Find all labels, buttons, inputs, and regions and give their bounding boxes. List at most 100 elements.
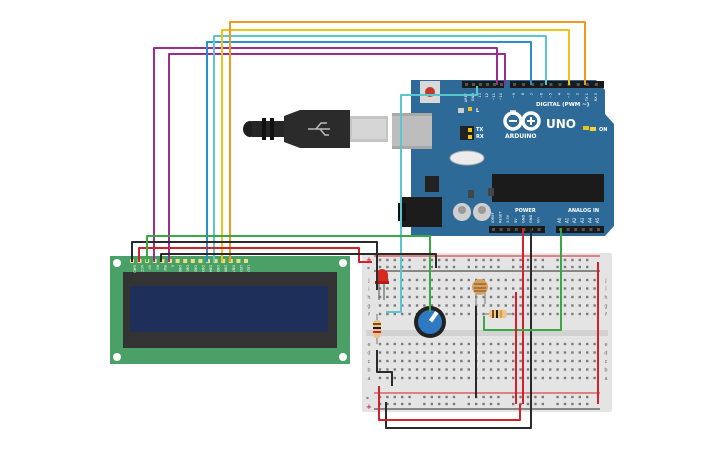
digital-pin-hole [479,83,482,86]
rail-hole [489,258,493,262]
breadboard-hole [438,287,441,290]
digital-pin-hole [585,83,589,86]
breadboard-hole [563,304,567,307]
rail-hole [393,402,396,406]
row-letter: g [604,304,607,310]
breadboard-hole [526,351,530,354]
breadboard-hole [519,304,522,307]
breadboard-hole [549,351,552,354]
breadboard-hole [586,351,589,354]
row-letter: j [604,278,606,284]
rail-hole [401,265,404,269]
digital-pin-hole [472,83,475,86]
breadboard-hole [430,368,433,371]
digital-pin-label: AREF [464,93,468,102]
breadboard-hole [526,278,530,282]
breadboard-hole [586,287,589,290]
breadboard-hole [452,312,456,316]
breadboard-hole [415,359,419,363]
breadboard-hole [549,278,552,282]
breadboard-hole [497,359,500,363]
breadboard-hole [482,359,485,363]
breadboard-hole [556,304,559,307]
breadboard-hole [445,376,448,380]
tx-led-label: TX [476,127,483,133]
breadboard-hole [393,295,396,299]
row-letter: d [367,351,370,357]
breadboard-hole [423,295,426,299]
power-pin-label: IOREF [491,212,495,223]
rail-hole [541,395,544,399]
rail-hole [445,265,448,269]
rail-hole [423,395,426,399]
breadboard-hole [452,295,456,299]
breadboard-hole [563,342,567,346]
breadboard-hole [534,312,537,316]
breadboard-hole [401,351,404,354]
breadboard-hole [563,278,567,282]
breadboard-hole [393,312,396,316]
breadboard-hole [519,351,522,354]
rail-hole [512,402,515,406]
lcd-pin-label: V0 [148,265,152,269]
breadboard-hole [386,351,389,354]
row-letter: g [367,304,370,310]
breadboard-hole [386,368,389,371]
breadboard-hole [393,376,396,380]
power-header-label: POWER [515,208,536,214]
rail-hole [586,402,589,406]
breadboard-hole [408,295,411,299]
breadboard-hole [519,342,522,346]
breadboard-hole [415,287,419,290]
rail-hole [482,395,485,399]
rail-hole [445,258,448,262]
breadboard-hole [571,312,574,316]
breadboard-hole [504,278,507,282]
breadboard-hole [571,359,574,363]
breadboard-hole [578,304,581,307]
breadboard-hole [378,359,382,363]
breadboard-hole [586,304,589,307]
rail-hole [408,402,411,406]
breadboard-hole [504,295,507,299]
breadboard-hole [541,342,544,346]
breadboard-hole [526,312,530,316]
breadboard-hole [512,368,515,371]
rail-hole [497,402,500,406]
rail-hole [452,402,456,406]
rail-plus-label: + [366,256,372,264]
wire-purple-rs [153,47,498,262]
breadboard-hole [378,304,382,307]
digital-pin-label: ~11 [492,93,496,101]
breadboard-hole [415,278,419,282]
wire-black-lcd-gnd [131,241,378,290]
breadboard-hole [401,376,404,380]
rail-hole [534,265,537,269]
breadboard-hole [563,359,567,363]
rail-hole [571,402,574,406]
lcd-pin-label: DB0 [178,265,182,272]
resistor-led [373,314,381,344]
breadboard-hole [556,359,559,363]
wire-purple-e [168,53,506,262]
breadboard-hole [430,295,433,299]
row-letter: a [604,376,607,382]
breadboard-hole [593,342,596,346]
breadboard-hole [497,351,500,354]
dc-power-jack [402,197,442,227]
breadboard-hole [549,342,552,346]
breadboard-hole [467,312,470,316]
lcd-pin [213,259,218,263]
digital-pin-label: ~5 [548,93,552,98]
breadboard-hole [460,342,463,346]
breadboard-hole [408,278,411,282]
breadboard-hole [578,351,581,354]
breadboard-hole [549,304,552,307]
breadboard-hole [586,312,589,316]
breadboard-hole [445,342,448,346]
breadboard-hole [571,295,574,299]
analog-pin-hole [597,228,600,231]
rail-hole [519,258,522,262]
breadboard-hole [438,368,441,371]
